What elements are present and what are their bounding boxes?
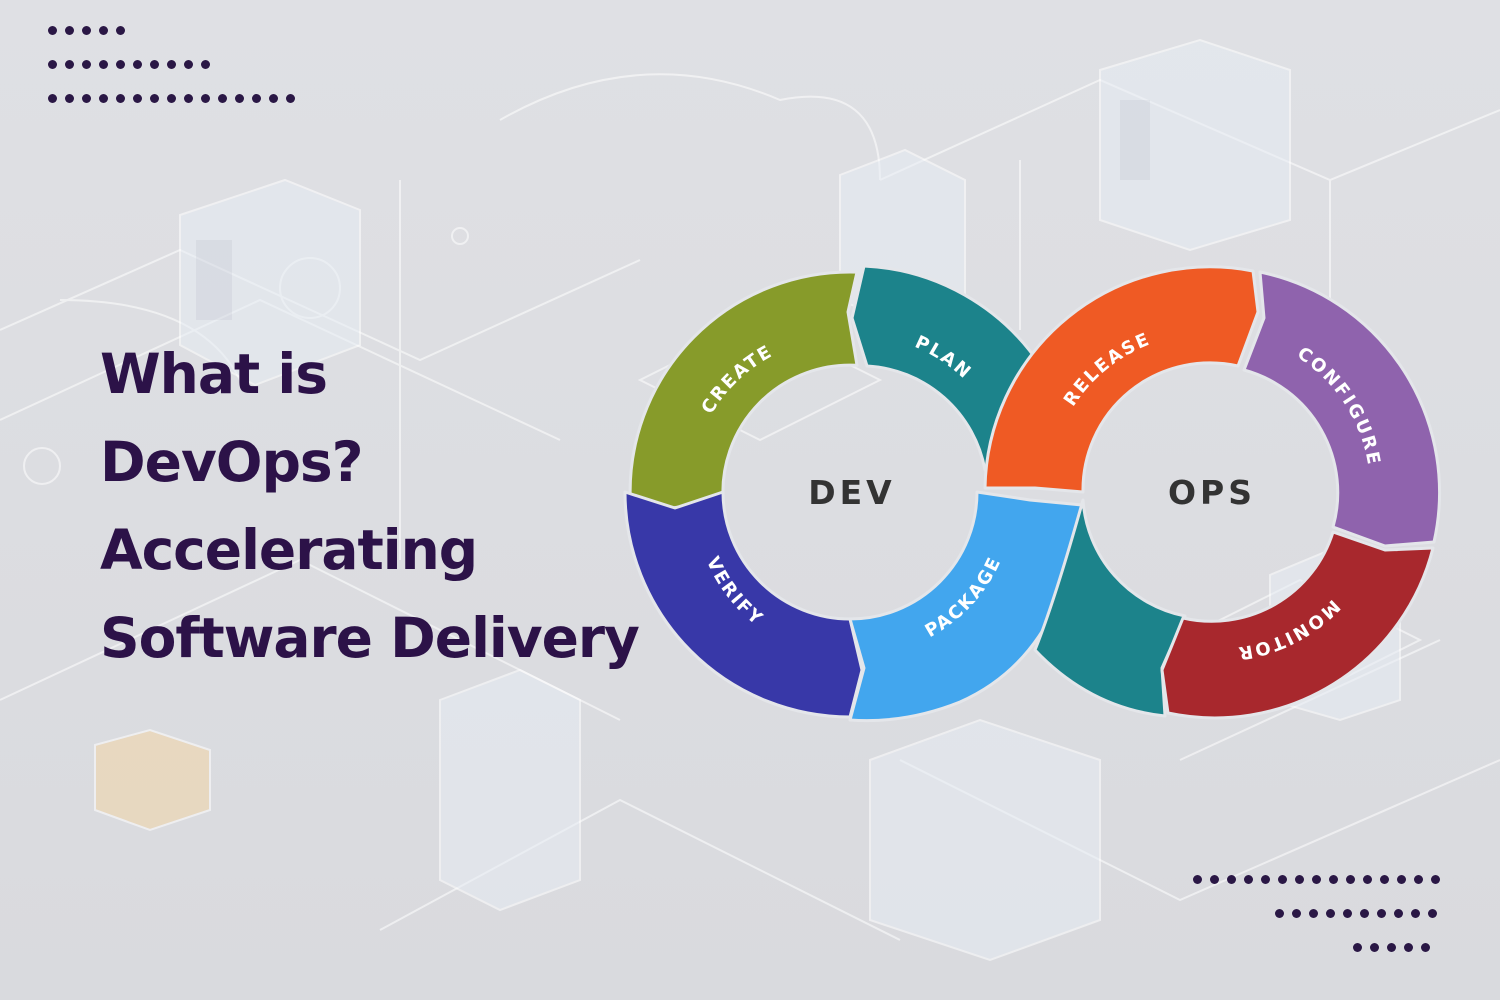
decorative-dots-bottom	[1193, 875, 1448, 952]
segment-release	[983, 265, 1260, 494]
dev-label: DEV	[808, 473, 895, 512]
decorative-dots-top	[48, 26, 303, 103]
segment-monitor	[1160, 530, 1435, 720]
title-line-1: What is	[100, 342, 328, 406]
segment-verify	[623, 490, 864, 719]
segment-configure	[1242, 270, 1442, 548]
title-line-3: Accelerating	[100, 518, 478, 582]
segment-create	[628, 270, 859, 510]
dev-ring	[623, 264, 1084, 723]
ops-ring	[983, 265, 1442, 720]
page-title: What is DevOps? Accelerating Software De…	[100, 330, 640, 682]
segment-ops-teal	[1033, 498, 1187, 718]
title-line-2: DevOps?	[100, 430, 364, 494]
ops-label: OPS	[1168, 473, 1256, 512]
title-line-4: Software Delivery	[100, 606, 640, 670]
